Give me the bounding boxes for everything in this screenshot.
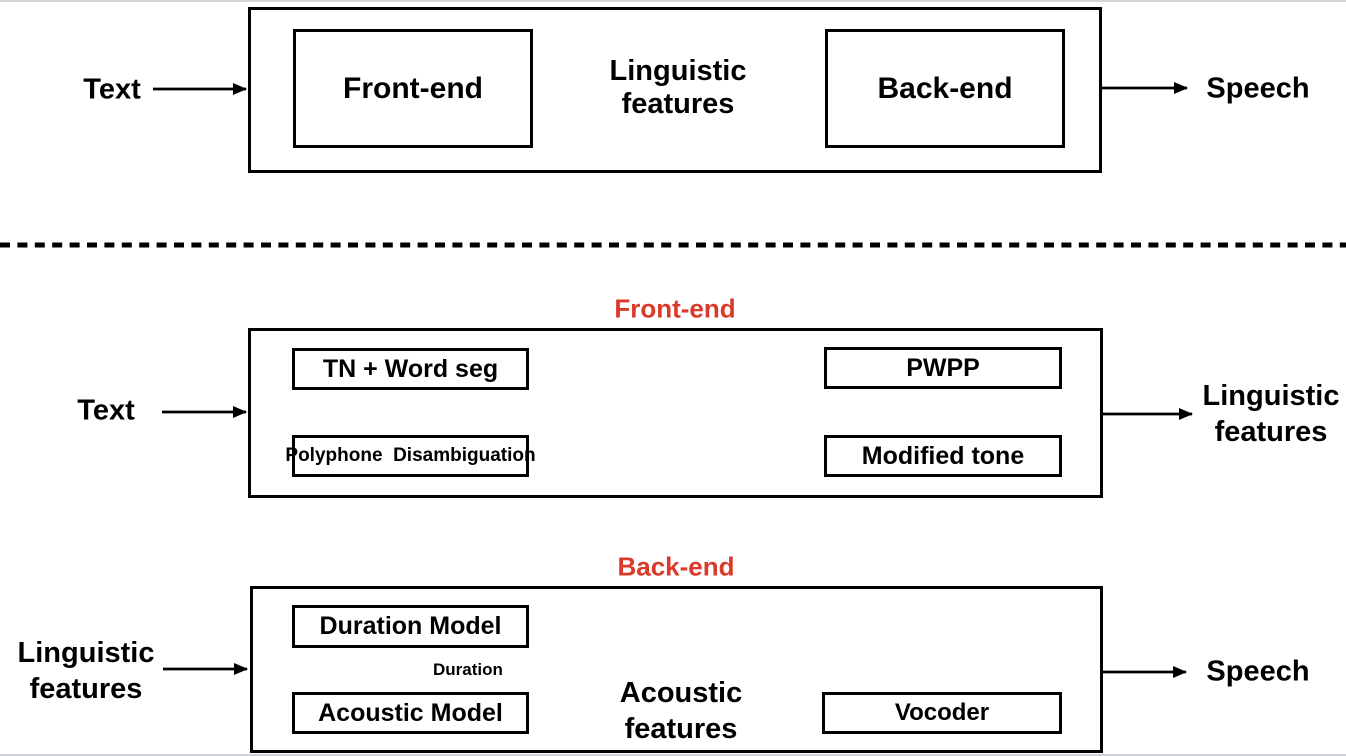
vocoder-box: Vocoder — [822, 692, 1062, 734]
tn-word-seg-box: TN + Word seg — [292, 348, 529, 390]
overview-output-label: Speech — [1206, 72, 1310, 105]
acoustic-features-line2: features — [624, 713, 738, 745]
backend-detail-output-label: Speech — [1206, 655, 1310, 688]
backend-detail-title: Back-end — [617, 551, 735, 582]
screenshot-bottom-edge — [0, 754, 1346, 756]
overview-input-label: Text — [83, 73, 141, 106]
frontend-output-line2: features — [1214, 416, 1328, 448]
modified-tone-label: Modified tone — [861, 441, 1025, 470]
modified-tone-box: Modified tone — [824, 435, 1062, 477]
vocoder-label: Vocoder — [894, 699, 990, 726]
overview-frontend-box-label: Front-end — [343, 71, 483, 105]
frontend-detail-output-label: Linguistic features — [1203, 378, 1340, 450]
polyphone-disambiguation-label: Polyphone Disambiguation — [285, 445, 536, 466]
polyphone-disambiguation-box: Polyphone Disambiguation — [285, 435, 536, 477]
duration-model-box: Duration Model — [292, 605, 529, 648]
frontend-detail-title: Front-end — [614, 293, 736, 324]
pwpp-label: PWPP — [906, 353, 980, 382]
duration-arrow-label: Duration — [433, 660, 503, 679]
overview-backend-box-label: Back-end — [877, 71, 1013, 105]
duration-model-label: Duration Model — [319, 612, 502, 640]
frontend-output-line1: Linguistic — [1202, 380, 1340, 412]
overview-linguistic-features-line2: features — [621, 88, 735, 120]
overview-linguistic-features-line1: Linguistic — [609, 55, 747, 87]
frontend-detail-input-label: Text — [77, 394, 135, 427]
acoustic-features-label: Acoustic features — [620, 675, 742, 747]
pwpp-box: PWPP — [824, 347, 1062, 389]
overview-frontend-box: Front-end — [293, 29, 533, 148]
backend-input-line1: Linguistic — [17, 637, 155, 669]
backend-detail-input-label: Linguistic features — [18, 635, 155, 707]
tn-word-seg-label: TN + Word seg — [322, 354, 499, 383]
acoustic-model-label: Acoustic Model — [318, 698, 503, 727]
screenshot-top-edge — [0, 0, 1346, 2]
acoustic-model-box: Acoustic Model — [292, 692, 529, 734]
overview-backend-box: Back-end — [825, 29, 1065, 148]
overview-linguistic-features-label: Linguistic features — [610, 55, 747, 121]
backend-input-line2: features — [29, 673, 143, 705]
acoustic-features-line1: Acoustic — [619, 677, 743, 709]
